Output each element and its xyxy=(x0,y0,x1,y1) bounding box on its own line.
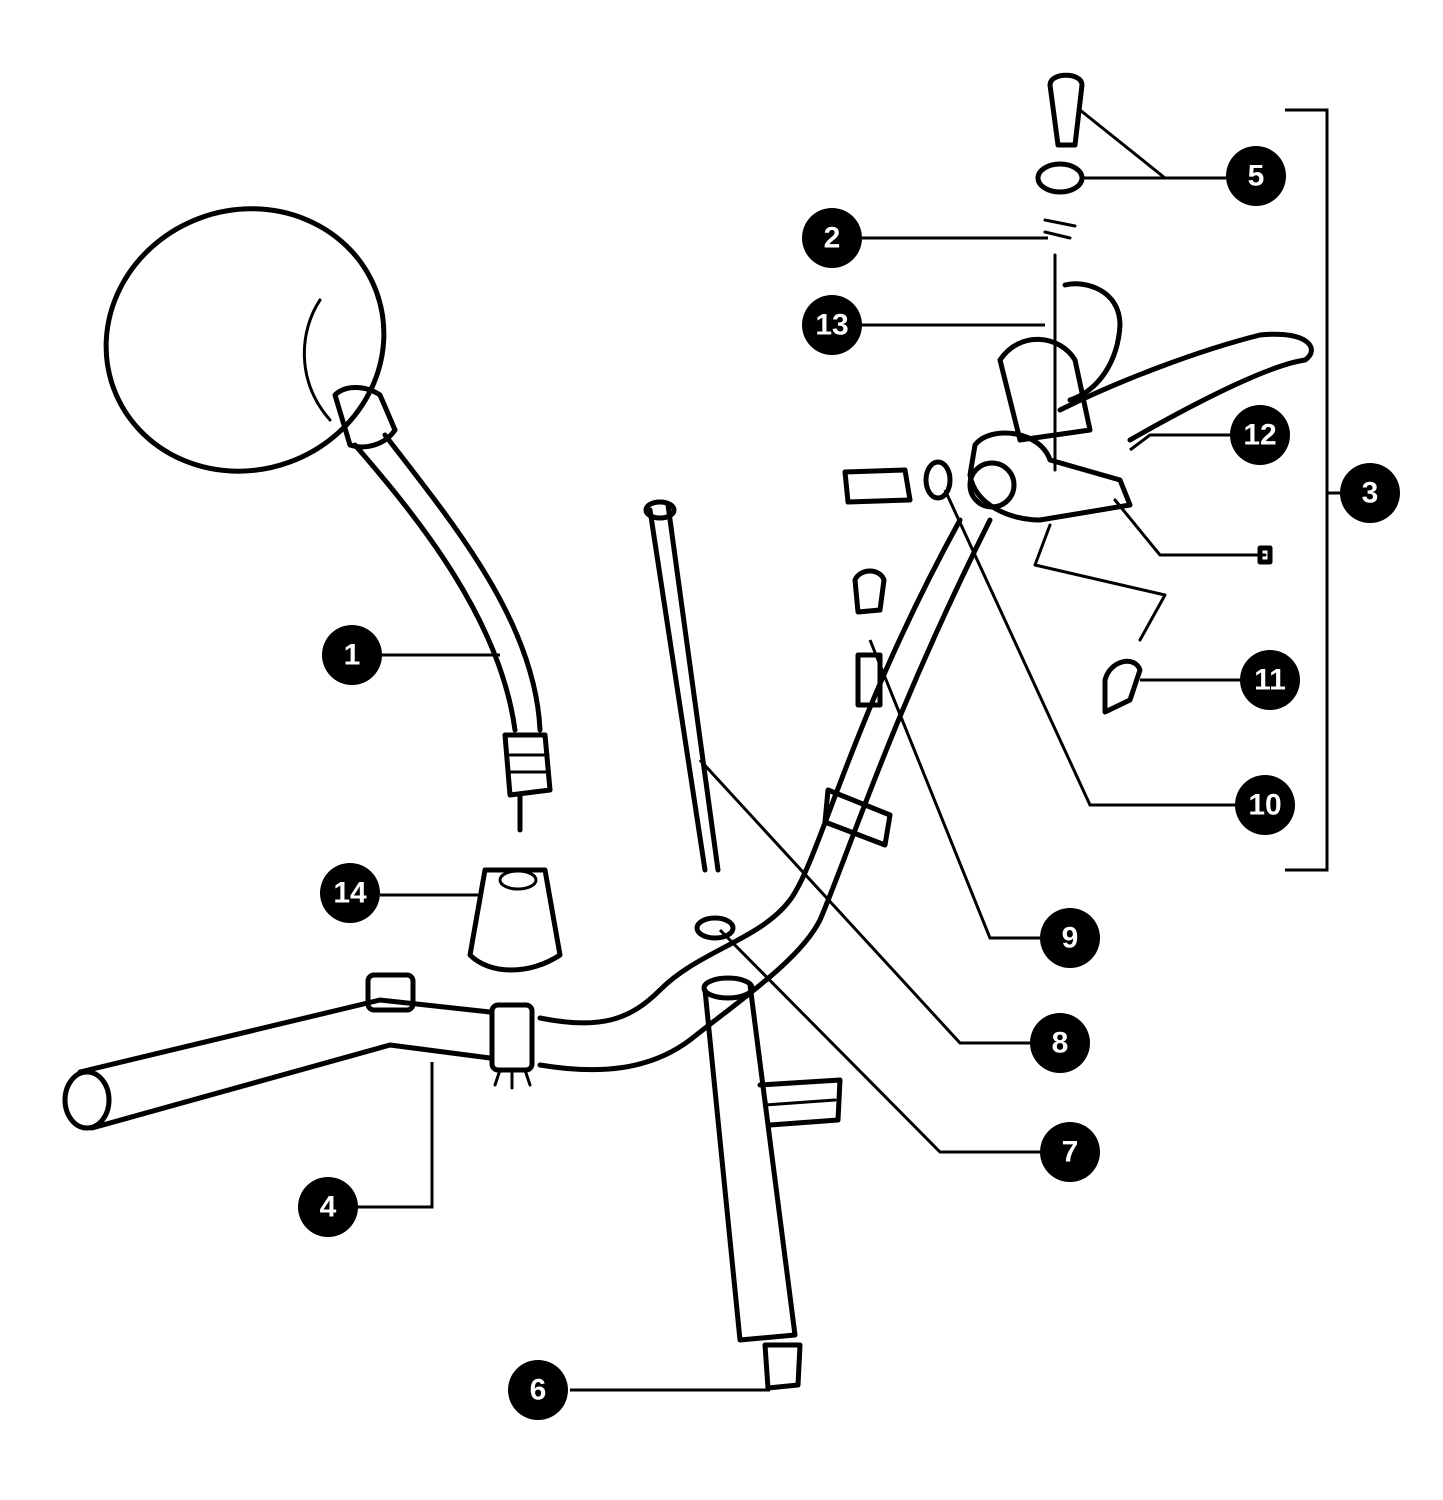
callout-4: 4 xyxy=(298,1177,358,1237)
callout-3-label: 3 xyxy=(1362,477,1379,510)
mirror xyxy=(103,206,553,833)
callout-4-label: 4 xyxy=(320,1191,337,1224)
callout-1-label: 1 xyxy=(344,639,361,672)
callout-13-label: 13 xyxy=(815,309,848,342)
callout-9-label: 9 xyxy=(1062,922,1079,955)
callout-8: 8 xyxy=(1030,1013,1090,1073)
callout-10: 10 xyxy=(1235,775,1295,835)
callout-14-label: 14 xyxy=(333,877,367,910)
callout-9: 9 xyxy=(1040,908,1100,968)
callout-1: 1 xyxy=(322,625,382,685)
callout-2: 2 xyxy=(802,208,862,268)
callout-2-label: 2 xyxy=(824,222,841,255)
callout-12: 12 xyxy=(1230,405,1290,465)
group-bracket xyxy=(1285,108,1345,872)
callout-14: 14 xyxy=(320,863,380,923)
callout-6-label: 6 xyxy=(530,1374,547,1407)
callout-5-label: 5 xyxy=(1248,160,1265,193)
leader-lines xyxy=(350,108,1240,1392)
callout-3: 3 xyxy=(1340,463,1400,523)
callout-10-label: 10 xyxy=(1248,789,1281,822)
handlebar xyxy=(62,517,993,1131)
callout-7: 7 xyxy=(1040,1122,1100,1182)
callout-11: 11 xyxy=(1240,650,1300,710)
lever-assembly xyxy=(842,72,1314,715)
callout-11-label: 11 xyxy=(1254,664,1286,697)
callout-13: 13 xyxy=(802,295,862,355)
callouts: 1 2 3 4 5 6 7 8 9 10 11 12 13 14 xyxy=(298,146,1400,1420)
callout-7-label: 7 xyxy=(1062,1136,1079,1169)
callout-6: 6 xyxy=(508,1360,568,1420)
mirror-cone-cover xyxy=(467,867,563,973)
steering-stem xyxy=(643,499,843,1391)
callout-8-label: 8 xyxy=(1052,1027,1069,1060)
callout-12-label: 12 xyxy=(1243,419,1276,452)
callout-5: 5 xyxy=(1226,146,1286,206)
